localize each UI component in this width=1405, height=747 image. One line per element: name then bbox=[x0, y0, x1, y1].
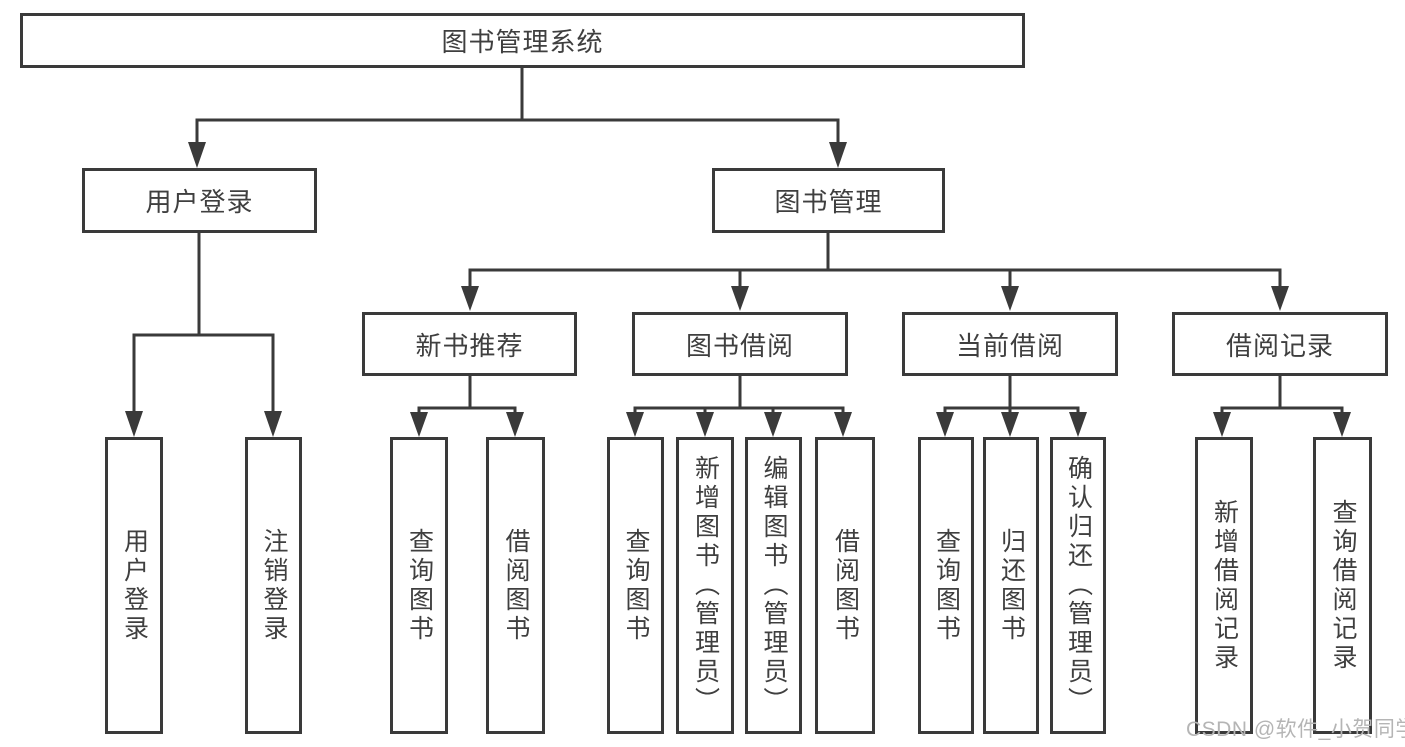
leaf-logout-label: 注销登录 bbox=[260, 527, 288, 644]
leaf-query-borrow-record-label: 查询借阅记录 bbox=[1329, 498, 1357, 673]
node-new-book-recommend: 新书推荐 bbox=[362, 312, 577, 376]
leaf-add-borrow-record: 新增借阅记录 bbox=[1195, 437, 1253, 734]
leaf-current-query-books: 查询图书 bbox=[918, 437, 974, 734]
leaf-confirm-return-admin-label: 确认归还（管理员） bbox=[1064, 455, 1093, 716]
leaf-add-borrow-record-label: 新增借阅记录 bbox=[1210, 498, 1239, 673]
csdn-watermark: CSDN @软件_小贺同学 bbox=[1186, 713, 1405, 743]
node-book-borrow-label: 图书借阅 bbox=[685, 330, 794, 361]
leaf-add-books-admin: 新增图书（管理员） bbox=[676, 437, 734, 734]
leaf-add-books-admin-label: 新增图书（管理员） bbox=[691, 455, 720, 716]
leaf-confirm-return-admin: 确认归还（管理员） bbox=[1050, 437, 1106, 734]
leaf-user-login: 用户登录 bbox=[105, 437, 163, 734]
leaf-recommend-borrow-books: 借阅图书 bbox=[486, 437, 545, 734]
node-book-management-label: 图书管理 bbox=[774, 187, 883, 217]
leaf-recommend-query-books-label: 查询图书 bbox=[405, 527, 434, 644]
leaf-edit-books-admin-label: 编辑图书（管理员） bbox=[760, 455, 788, 716]
node-book-management: 图书管理 bbox=[712, 168, 945, 233]
leaf-edit-books-admin: 编辑图书（管理员） bbox=[745, 437, 802, 734]
node-root-label: 图书管理系统 bbox=[441, 27, 604, 57]
node-user-login-label: 用户登录 bbox=[145, 187, 254, 217]
node-current-borrow: 当前借阅 bbox=[902, 312, 1118, 376]
node-borrow-records-label: 借阅记录 bbox=[1225, 330, 1334, 361]
leaf-borrow-books-label: 借阅图书 bbox=[831, 527, 860, 644]
leaf-borrow-query-books-label: 查询图书 bbox=[622, 527, 650, 644]
leaf-return-books-label: 归还图书 bbox=[997, 527, 1026, 644]
leaf-user-login-label: 用户登录 bbox=[120, 527, 149, 644]
leaf-borrow-books: 借阅图书 bbox=[815, 437, 875, 734]
node-book-borrow: 图书借阅 bbox=[632, 312, 848, 376]
leaf-current-query-books-label: 查询图书 bbox=[932, 527, 961, 644]
leaf-logout: 注销登录 bbox=[245, 437, 302, 734]
leaf-borrow-query-books: 查询图书 bbox=[607, 437, 664, 734]
leaf-recommend-query-books: 查询图书 bbox=[390, 437, 448, 734]
node-user-login: 用户登录 bbox=[82, 168, 317, 233]
leaf-query-borrow-record: 查询借阅记录 bbox=[1313, 437, 1372, 734]
node-root: 图书管理系统 bbox=[20, 13, 1025, 68]
node-borrow-records: 借阅记录 bbox=[1172, 312, 1388, 376]
leaf-recommend-borrow-books-label: 借阅图书 bbox=[502, 527, 530, 644]
leaf-return-books: 归还图书 bbox=[983, 437, 1039, 734]
node-new-book-recommend-label: 新书推荐 bbox=[415, 330, 524, 361]
node-current-borrow-label: 当前借阅 bbox=[955, 330, 1064, 361]
csdn-watermark-text: CSDN @软件_小贺同学 bbox=[1186, 718, 1405, 741]
